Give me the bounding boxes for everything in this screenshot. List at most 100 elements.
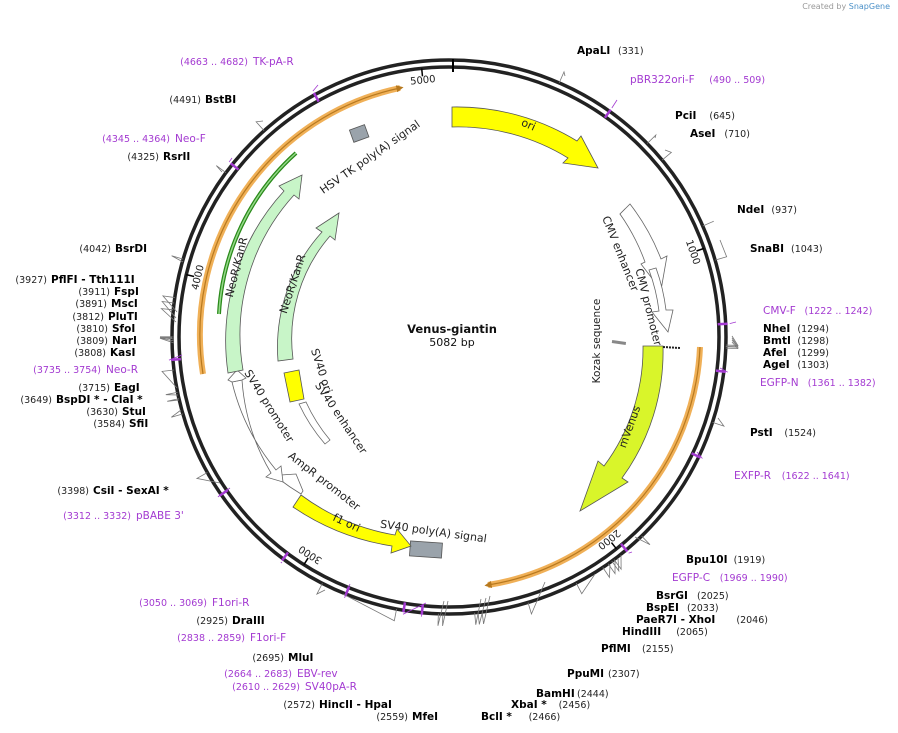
- enzyme-position: (710): [724, 129, 750, 140]
- enzyme-label: XbaI *(2456): [511, 699, 590, 711]
- plasmid-length: 5082 bp: [429, 336, 475, 349]
- enzyme-name: FspI: [114, 286, 139, 298]
- primer-leader: [628, 551, 633, 554]
- enzyme-name: BmtI: [763, 335, 791, 347]
- enzyme-name: ApaLI: [577, 45, 610, 57]
- enzyme-position: (2695): [252, 653, 284, 664]
- enzyme-label: (3584)SfiI: [93, 418, 148, 430]
- enzyme-leader: [715, 239, 728, 261]
- enzyme-label: (3891)MscI: [75, 298, 137, 310]
- enzyme-leader: [477, 597, 487, 625]
- enzyme-leader: [607, 560, 616, 575]
- enzyme-label: Bpu10I(1919): [686, 554, 765, 566]
- enzyme-leader: [611, 557, 620, 573]
- primer-name: Neo-F: [175, 133, 206, 145]
- tick-4000: [186, 273, 195, 278]
- enzyme-position: (2559): [376, 712, 408, 723]
- primer-label: (2664 .. 2683)EBV-rev: [224, 668, 338, 680]
- enzyme-name: PaeR7I - XhoI: [636, 614, 715, 626]
- primer-label: (4345 .. 4364) Neo-F: [102, 133, 206, 145]
- label-leaders: [159, 70, 739, 627]
- site-labels: ApaLI(331)PciI(645)AseI(710)NdeI(937)Sna…: [15, 45, 875, 723]
- primer-name: EXFP-R: [734, 470, 771, 482]
- enzyme-leader: [161, 369, 178, 389]
- primer-label: CMV-F (1222 .. 1242): [763, 305, 872, 317]
- enzyme-leader: [161, 301, 177, 319]
- enzyme-leader: [613, 554, 622, 571]
- enzyme-position: (1298): [797, 336, 829, 347]
- enzyme-position: (2456): [559, 700, 591, 711]
- primer-leader: [611, 99, 618, 109]
- primer-range: (4345 .. 4364): [102, 134, 170, 145]
- feature-mvenus: [579, 345, 664, 512]
- tick-3000: [303, 557, 309, 566]
- primer-label: (4663 .. 4682)TK-pA-R: [180, 56, 294, 68]
- enzyme-label: (3649)BspDI * - ClaI *: [20, 394, 143, 406]
- primer-label: (2838 .. 2859)F1ori-F: [177, 632, 286, 644]
- enzyme-position: (645): [709, 111, 735, 122]
- enzyme-position: (3649): [20, 395, 52, 406]
- enzyme-name: HindIII: [622, 626, 661, 638]
- enzyme-position: (937): [771, 205, 797, 216]
- enzyme-name: BsrGI: [656, 590, 688, 602]
- feature-neor-outer: [225, 174, 303, 374]
- primer-label: (2610 .. 2629)SV40pA-R: [232, 681, 357, 693]
- feature-neor-inner: [277, 212, 340, 362]
- enzyme-name: AseI: [690, 128, 715, 140]
- primer-range: (2664 .. 2683): [224, 669, 292, 680]
- primer-name: EGFP-C: [672, 572, 710, 584]
- enzyme-name: CsiI - SexAI *: [93, 485, 169, 497]
- enzyme-name: NdeI: [737, 204, 764, 216]
- enzyme-name: MscI: [111, 298, 138, 310]
- feature-sv40-enhancer: [298, 401, 331, 445]
- enzyme-leader: [712, 417, 725, 427]
- enzyme-name: DraIII: [232, 615, 265, 627]
- enzyme-label: BmtI (1298): [763, 335, 829, 347]
- enzyme-position: (1919): [734, 555, 766, 566]
- enzyme-label: (3812)PluTI: [72, 311, 137, 323]
- feature-cmv-promoter: [648, 267, 674, 333]
- enzyme-label: AfeI(1299): [763, 347, 829, 359]
- feature-ori-label: ori: [519, 116, 537, 134]
- enzyme-leader: [634, 535, 651, 546]
- primer-site-mark: [620, 543, 629, 553]
- primer-range: (3735 .. 3754): [33, 365, 101, 376]
- feature-sv40-promoter-head: [227, 369, 247, 383]
- enzyme-name: BamHI: [536, 688, 575, 700]
- enzyme-label: NheI(1294): [763, 323, 829, 335]
- enzyme-label: BclI *(2466): [481, 711, 560, 723]
- enzyme-position: (1303): [797, 360, 829, 371]
- feature-sv40-polya: [409, 540, 443, 559]
- enzyme-name: MfeI: [412, 711, 438, 723]
- primer-site-mark: [402, 602, 407, 613]
- enzyme-label: (4325)RsrII: [127, 151, 190, 163]
- primer-name: CMV-F: [763, 305, 796, 317]
- feature-f1-ori: [292, 494, 412, 554]
- primer-range: (3312 .. 3332): [63, 511, 131, 522]
- feature-hsv-tk-polya-label: HSV TK poly(A) signal: [317, 118, 422, 197]
- primer-leader: [402, 602, 427, 615]
- enzyme-name: SfoI: [112, 323, 135, 335]
- enzyme-position: (3810): [76, 324, 108, 335]
- credit-prefix: Created by: [802, 2, 847, 11]
- enzyme-position: (4042): [79, 244, 111, 255]
- enzyme-leader: [315, 583, 326, 595]
- primer-range: (1222 .. 1242): [805, 306, 873, 317]
- feature-sv40-promoter: [231, 379, 284, 483]
- enzyme-leader: [442, 600, 449, 627]
- enzyme-name: PflMI: [601, 643, 631, 655]
- orf-neo-inner-core: [218, 152, 297, 315]
- feature-ori: [451, 106, 599, 169]
- primer-label: EXFP-R(1622 .. 1641): [734, 470, 850, 482]
- enzyme-position: (2925): [196, 616, 228, 627]
- primer-range: (490 .. 509): [709, 75, 765, 86]
- enzyme-leader: [602, 564, 611, 579]
- primer-leader: [344, 583, 351, 599]
- primer-site-mark: [312, 92, 320, 103]
- enzyme-name: NarI: [112, 335, 137, 347]
- enzyme-label: HindIII(2065): [622, 626, 708, 638]
- enzyme-label: (2559) MfeI: [376, 711, 438, 723]
- enzyme-position: (3812): [72, 312, 104, 323]
- enzyme-leader: [725, 335, 739, 346]
